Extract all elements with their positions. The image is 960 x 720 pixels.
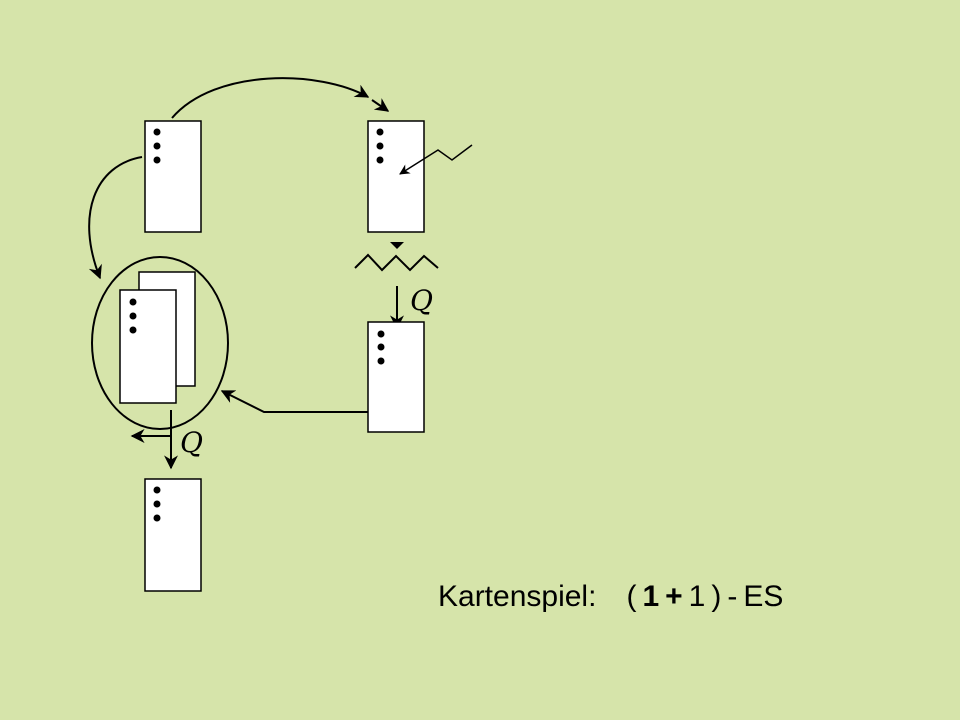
caption-open-paren: ( xyxy=(626,580,637,613)
caption-plus: + xyxy=(665,580,683,613)
population-card-front xyxy=(119,289,177,404)
selection-q-label: Q xyxy=(180,426,203,459)
lightning-icon xyxy=(399,144,473,175)
caption-suffix: ES xyxy=(743,580,784,613)
caption-close-paren: ) xyxy=(711,580,722,613)
copy-arrow-tail xyxy=(371,98,390,112)
copy-arrow xyxy=(171,77,370,119)
parent-card xyxy=(144,120,202,233)
caption-mu: 1 xyxy=(642,580,660,613)
return-arrow xyxy=(220,390,368,413)
zigzag-icon xyxy=(354,253,439,272)
caption-lambda: 1 xyxy=(688,580,706,613)
mutation-q-label: Q xyxy=(410,284,433,317)
selected-card xyxy=(144,478,202,592)
copied-card xyxy=(367,120,425,233)
population-ellipse xyxy=(91,256,229,430)
caption-prefix: Kartenspiel: xyxy=(438,580,597,613)
caption: Kartenspiel: ( 1 + 1 ) - ES xyxy=(438,580,783,614)
caption-dash: - xyxy=(727,580,738,613)
mutated-card xyxy=(367,321,425,433)
parent-to-population-arrow xyxy=(88,156,143,280)
triangle-marker-icon xyxy=(390,242,404,249)
